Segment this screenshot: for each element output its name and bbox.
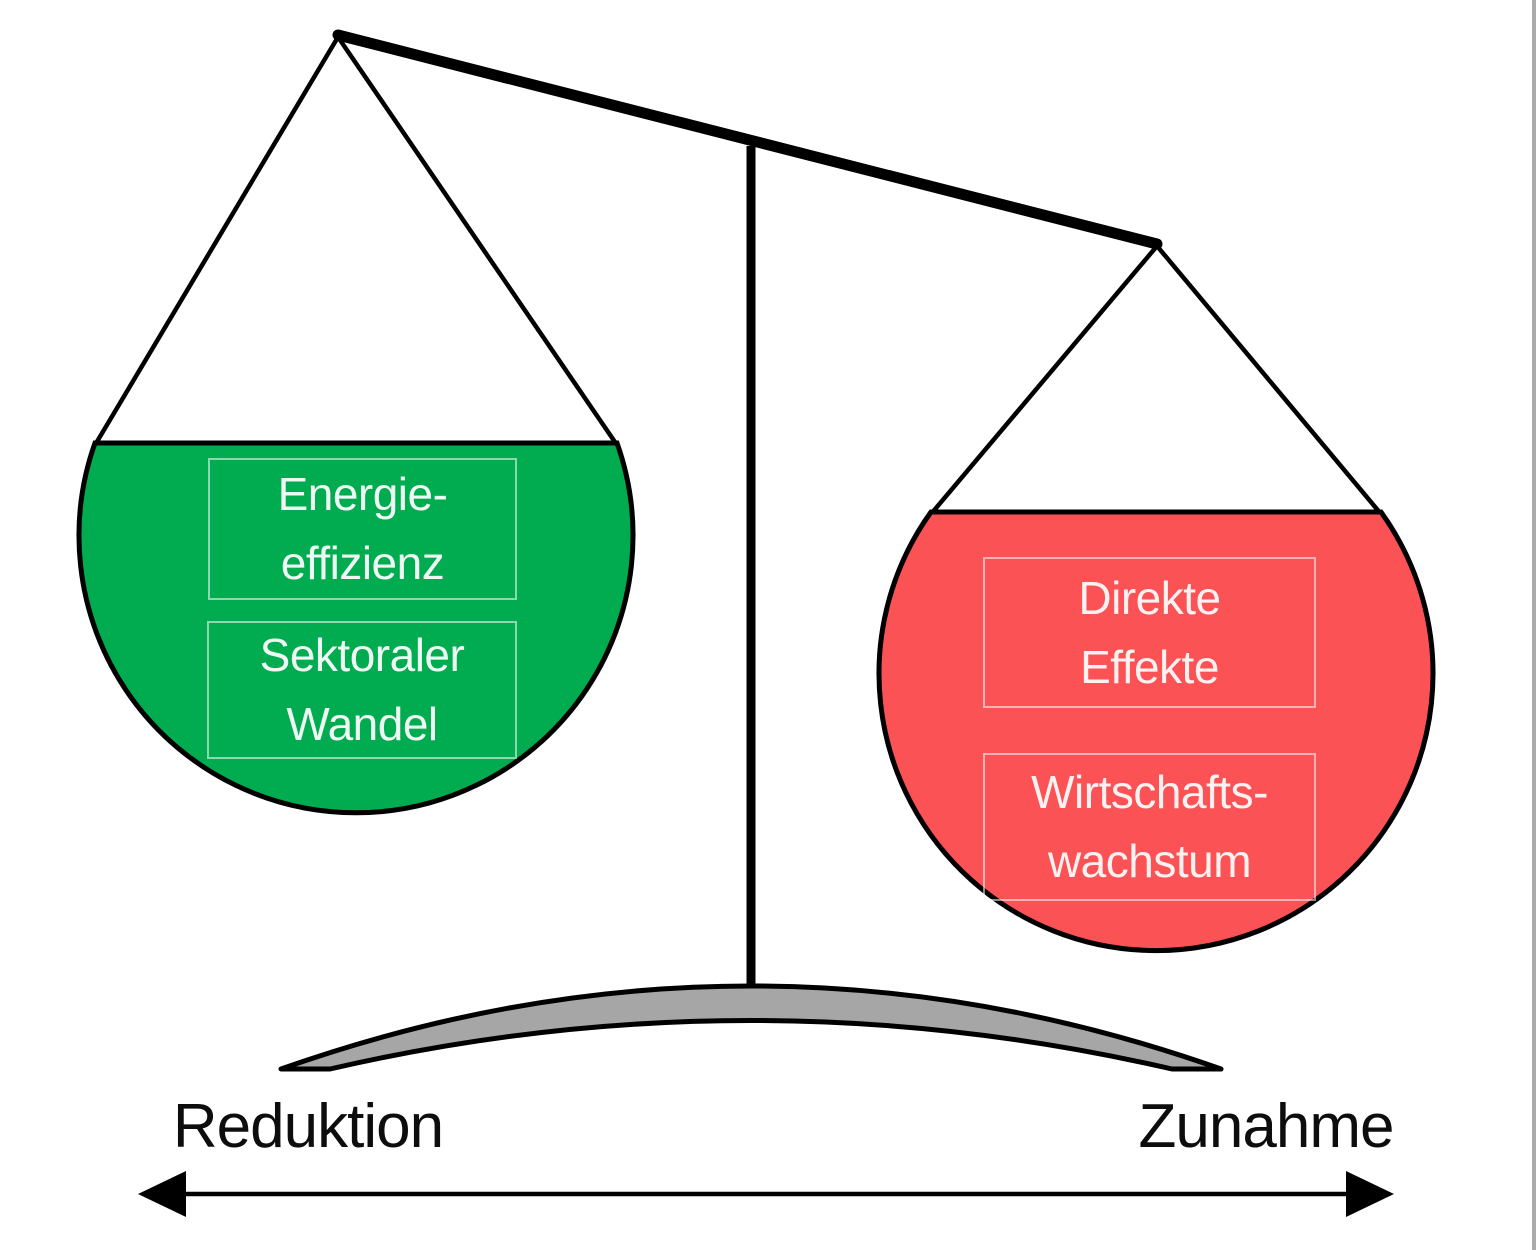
base-stand [278,983,1224,1072]
left-pan-label-energieeffizienz: Energie- effizienz [208,458,517,600]
axis-label-zunahme: Zunahme [1138,1092,1395,1161]
right-edge-border [1532,0,1536,1250]
left-pan-label-sektoraler-wandel: Sektoraler Wandel [207,621,517,759]
right-pan-label-direkte-effekte: Direkte Effekte [983,557,1316,708]
left-pan-strings [93,32,619,447]
arrow-left-head-icon [138,1171,186,1217]
right-pan-label-wirtschaftswachstum: Wirtschafts- wachstum [983,753,1316,901]
axis-label-reduktion: Reduktion [172,1092,444,1161]
right-pan [876,509,1436,954]
right-pan-strings [929,242,1383,516]
balance-beam [332,29,1163,250]
left-pan [76,440,636,816]
arrow-right-head-icon [1346,1171,1394,1217]
